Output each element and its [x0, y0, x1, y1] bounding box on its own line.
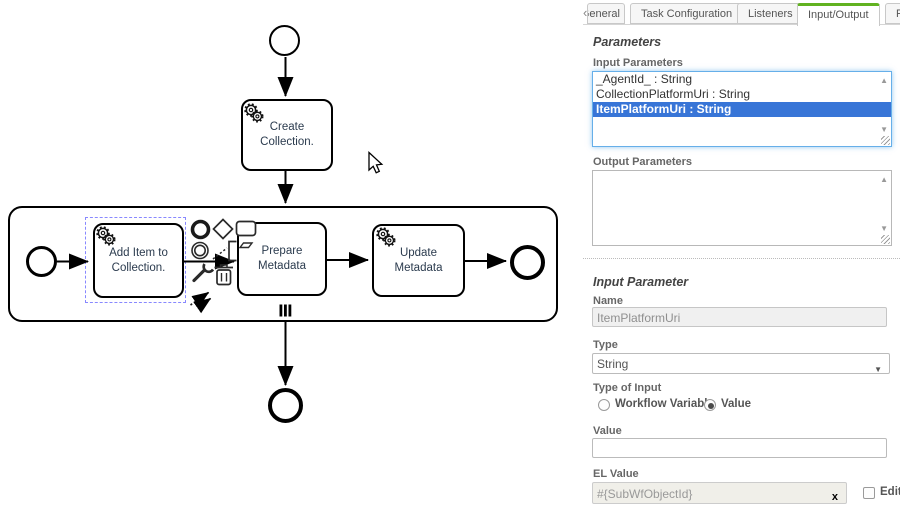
- end-event[interactable]: [268, 388, 303, 423]
- input-parameters-label: Input Parameters: [593, 57, 683, 69]
- value-field[interactable]: [592, 438, 887, 458]
- tab-general[interactable]: General: [587, 3, 625, 24]
- parameters-heading: Parameters: [593, 35, 662, 49]
- input-parameter-heading: Input Parameter: [593, 275, 689, 289]
- resize-grip-icon[interactable]: [881, 235, 890, 244]
- task-label: Create Collection.: [260, 121, 314, 148]
- tab-input-output[interactable]: Input/Output: [797, 3, 880, 26]
- type-label: Type: [593, 339, 618, 351]
- task-add-item-to-collection[interactable]: Add Item to Collection.: [93, 223, 184, 298]
- el-value-label: EL Value: [593, 468, 639, 480]
- task-label: Update Metadata: [394, 246, 443, 274]
- subprocess-start-event[interactable]: [26, 246, 57, 277]
- el-value-field: #{SubWfObjectId} x: [592, 482, 847, 504]
- tab-scroll-left-icon[interactable]: ‹: [583, 5, 588, 20]
- edit-checkbox-label: Edit: [880, 486, 900, 498]
- tab-partial-right[interactable]: F: [885, 3, 900, 24]
- value-label: Value: [593, 425, 622, 437]
- task-update-metadata[interactable]: Update Metadata: [372, 224, 465, 297]
- start-event[interactable]: [269, 25, 300, 56]
- radio-value[interactable]: [704, 399, 716, 411]
- list-item-selected[interactable]: ItemPlatformUri : String: [593, 102, 891, 117]
- chevron-down-icon: ▼: [874, 365, 882, 374]
- task-label: Add Item to Collection.: [109, 246, 168, 274]
- task-label: Prepare Metadata: [258, 245, 306, 272]
- tab-bar-baseline: [583, 24, 900, 25]
- type-of-input-label: Type of Input: [593, 382, 662, 394]
- input-parameters-listbox[interactable]: _AgentId_ : String CollectionPlatformUri…: [592, 71, 892, 147]
- resize-grip-icon[interactable]: [881, 136, 890, 145]
- clear-el-value-icon[interactable]: x: [831, 491, 838, 503]
- mouse-cursor-icon: [368, 151, 384, 174]
- tab-task-configuration[interactable]: Task Configuration: [630, 3, 744, 24]
- scroll-down-icon[interactable]: ▼: [880, 224, 888, 233]
- name-label: Name: [593, 295, 623, 307]
- name-field: ItemPlatformUri: [592, 307, 887, 327]
- list-item[interactable]: CollectionPlatformUri : String: [596, 87, 751, 101]
- scroll-down-icon[interactable]: ▼: [880, 125, 888, 134]
- radio-workflow-variable[interactable]: [598, 399, 610, 411]
- task-prepare-metadata[interactable]: Prepare Metadata: [237, 222, 327, 296]
- edit-checkbox[interactable]: [863, 487, 875, 499]
- scroll-up-icon[interactable]: ▲: [880, 175, 888, 184]
- subprocess-end-event[interactable]: [510, 245, 545, 280]
- tab-listeners[interactable]: Listeners: [737, 3, 804, 24]
- output-parameters-listbox[interactable]: ▲ ▼: [592, 170, 892, 246]
- type-select[interactable]: String ▼: [592, 353, 890, 374]
- section-divider: [583, 258, 900, 259]
- task-create-collection[interactable]: Create Collection.: [241, 99, 333, 171]
- list-item[interactable]: _AgentId_ : String: [596, 72, 693, 86]
- radio-workflow-variable-label: Workflow Variable: [615, 398, 714, 410]
- scroll-up-icon[interactable]: ▲: [880, 76, 888, 85]
- radio-value-label: Value: [721, 398, 752, 410]
- output-parameters-label: Output Parameters: [593, 156, 693, 168]
